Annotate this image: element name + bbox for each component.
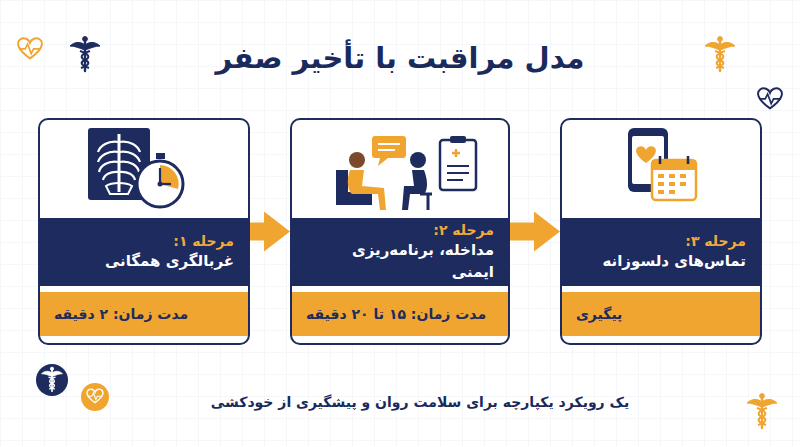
xray-pelvis bbox=[106, 183, 132, 194]
stage-card: مرحله ۲:مداخله، برنامه‌ریزی ایمنی مدت زما… bbox=[290, 118, 510, 345]
clipboard-line bbox=[447, 179, 463, 181]
calendar-header bbox=[652, 160, 696, 170]
clipboard-line bbox=[447, 165, 469, 167]
heart-symbol bbox=[636, 146, 656, 163]
armchair bbox=[336, 170, 372, 205]
heart-outline bbox=[87, 389, 103, 402]
caduceus-symbol bbox=[705, 37, 735, 71]
chair bbox=[420, 194, 432, 210]
caduceus-icon bbox=[747, 394, 777, 428]
person-body bbox=[402, 170, 427, 210]
pulse-line bbox=[88, 393, 102, 399]
medical-cross bbox=[452, 149, 460, 157]
phone-calendar-icon bbox=[628, 128, 696, 200]
duration-text: مدت زمان: ۲ دقیقه bbox=[54, 305, 234, 324]
duration-band: مدت زمان: ۱۵ تا ۲۰ دقیقه bbox=[292, 292, 508, 336]
stage-name: تماس‌های دلسوزانه bbox=[576, 251, 746, 273]
caduceus-icon bbox=[705, 37, 735, 71]
caduceus-symbol bbox=[70, 37, 100, 71]
pulse-line bbox=[759, 94, 781, 104]
speech-tail bbox=[378, 158, 388, 166]
clipboard-line bbox=[447, 172, 469, 174]
xray-icon bbox=[88, 128, 150, 200]
xray-spine bbox=[118, 134, 121, 192]
diagram-caption: یک رویکرد یکپارچه برای سلامت روان و پیشگ… bbox=[40, 393, 800, 413]
clipboard-clip bbox=[450, 136, 466, 143]
person-head bbox=[410, 152, 426, 168]
stage-card: مرحله ۱:غربالگری همگانی مدت زمان: ۲ دقیقه bbox=[38, 118, 250, 345]
stage-number: مرحله ۱: bbox=[54, 231, 234, 251]
stage-number: مرحله ۳: bbox=[576, 231, 746, 251]
stage-name: مداخله، برنامه‌ریزی ایمنی bbox=[306, 240, 494, 284]
stopwatch-crown bbox=[156, 153, 165, 159]
stopwatch-hand bbox=[159, 168, 161, 184]
stage-name: غربالگری همگانی bbox=[54, 251, 234, 273]
duration-band: پیگیری bbox=[562, 292, 760, 336]
badge-circle bbox=[81, 383, 109, 411]
pulse-line bbox=[19, 44, 41, 54]
xray-ribs bbox=[98, 142, 140, 180]
stopwatch-hand bbox=[160, 183, 171, 185]
counselling-icon bbox=[336, 136, 476, 210]
flow-arrow bbox=[250, 223, 270, 241]
phone-screen bbox=[632, 136, 664, 184]
clipboard bbox=[440, 140, 476, 190]
heart-outline bbox=[758, 88, 782, 108]
calendar-rings bbox=[660, 156, 688, 164]
flow-arrow bbox=[510, 223, 540, 241]
heart-pulse-icon bbox=[758, 88, 782, 108]
duration-band: مدت زمان: ۲ دقیقه bbox=[40, 292, 248, 336]
speech-line bbox=[378, 149, 395, 151]
stage-number: مرحله ۲: bbox=[306, 220, 494, 240]
phone-body bbox=[628, 128, 668, 192]
xray-film bbox=[88, 128, 150, 200]
caduceus-icon bbox=[70, 37, 100, 71]
stage-header-band: مرحله ۳:تماس‌های دلسوزانه bbox=[562, 218, 760, 286]
heart-badge bbox=[81, 383, 109, 411]
badge-circle bbox=[36, 364, 68, 396]
calendar-days bbox=[658, 176, 686, 192]
speech-line bbox=[378, 143, 400, 145]
calendar-page bbox=[652, 160, 696, 200]
duration-text: مدت زمان: ۱۵ تا ۲۰ دقیقه bbox=[306, 305, 494, 324]
stopwatch-icon bbox=[137, 153, 183, 207]
stage-card: مرحله ۳:تماس‌های دلسوزانه پیگیری bbox=[560, 118, 762, 345]
stopwatch-pin bbox=[158, 182, 163, 187]
stopwatch-sector bbox=[160, 165, 179, 189]
caduceus-symbol bbox=[42, 367, 63, 391]
person-body bbox=[348, 170, 386, 210]
stage-header-band: مرحله ۲:مداخله، برنامه‌ریزی ایمنی bbox=[292, 218, 508, 286]
person-head bbox=[349, 152, 365, 168]
speech-bubble bbox=[372, 136, 406, 158]
diagram-title: مدل مراقبت با تأخیر صفر bbox=[0, 40, 800, 78]
caduceus-symbol bbox=[747, 394, 777, 428]
connector-layer bbox=[250, 231, 540, 232]
heart-outline bbox=[18, 38, 42, 58]
stopwatch-face bbox=[137, 161, 183, 207]
stage-header-band: مرحله ۱:غربالگری همگانی bbox=[40, 218, 248, 286]
heart-pulse-icon bbox=[18, 38, 42, 58]
caduceus-badge bbox=[36, 364, 68, 396]
duration-text: پیگیری bbox=[576, 305, 746, 324]
